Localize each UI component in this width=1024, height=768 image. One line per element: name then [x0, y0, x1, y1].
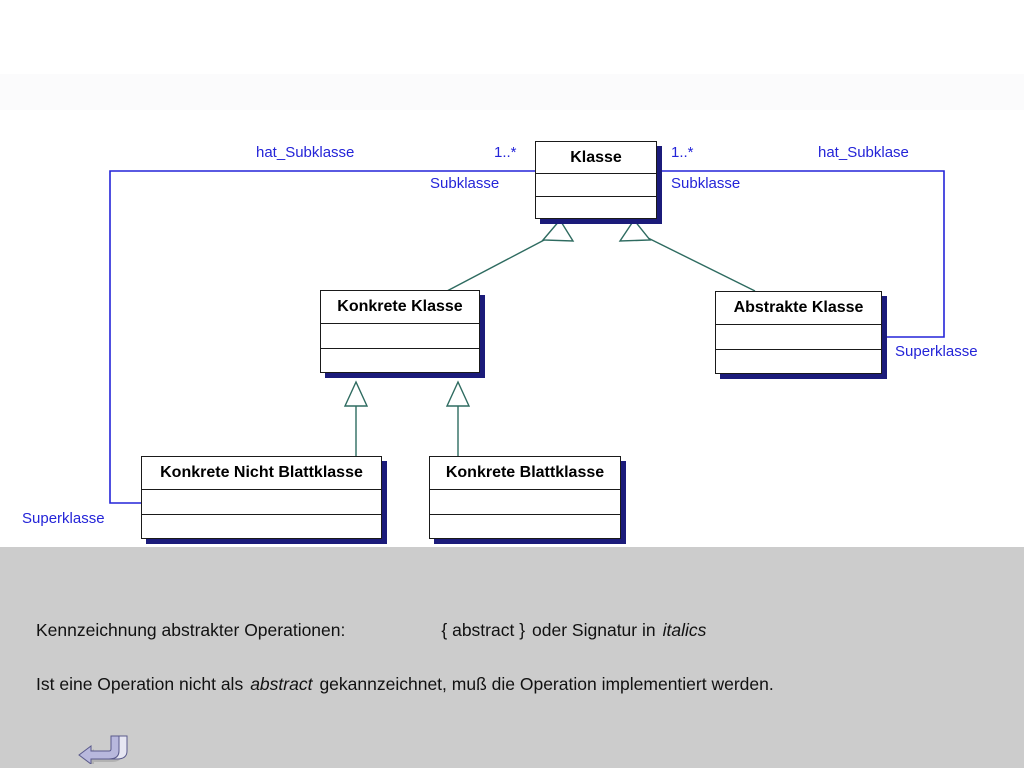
uml-class-klasse-title: Klasse: [536, 142, 656, 174]
note-line-1-part-2: { abstract }: [441, 620, 526, 640]
uml-class-konkrete-blattklasse-operations: [430, 515, 620, 538]
note-line-1-part-1: Kennzeichnung abstrakter Operationen:: [36, 620, 346, 640]
uml-class-konkrete-blattklasse-attributes: [430, 490, 620, 515]
uml-class-konkrete-nicht-blattklasse-operations: [142, 515, 381, 538]
assoc-label-left-multiplicity: 1..*: [494, 144, 517, 161]
assoc-label-right-role-subklasse: Subklasse: [671, 175, 741, 192]
assoc-label-left-role-subklasse: Subklasse: [430, 175, 500, 192]
note-line-2: Ist eine Operation nicht als abstract geka…: [36, 673, 774, 695]
uml-class-klasse[interactable]: Klasse: [535, 141, 657, 219]
note-line-2-part-1: Ist eine Operation nicht als: [36, 674, 244, 694]
uml-class-konkrete-nicht-blattklasse-title: Konkrete Nicht Blattklasse: [142, 457, 381, 490]
uml-class-konkrete-klasse-attributes: [321, 324, 479, 349]
uml-class-abstrakte-klasse[interactable]: Abstrakte Klasse: [715, 291, 882, 374]
background-band-notes: [0, 547, 1024, 768]
assoc-label-right-multiplicity: 1..*: [671, 144, 694, 161]
assoc-label-right-role-superklasse: Superklasse: [895, 343, 978, 360]
uml-class-konkrete-klasse-operations: [321, 349, 479, 372]
uml-class-abstrakte-klasse-attributes: [716, 325, 881, 350]
assoc-label-right-name: hat_Subklase: [818, 144, 909, 161]
uml-class-abstrakte-klasse-operations: [716, 350, 881, 373]
assoc-label-left-role-superklasse: Superklasse: [22, 510, 105, 527]
uml-class-konkrete-blattklasse[interactable]: Konkrete Blattklasse: [429, 456, 621, 539]
note-line-1: Kennzeichnung abstrakter Operationen: { a…: [36, 619, 706, 641]
note-line-1-italic: italics: [662, 620, 707, 640]
uml-class-konkrete-blattklasse-title: Konkrete Blattklasse: [430, 457, 620, 490]
background-band-faint: [0, 74, 1024, 110]
uml-class-konkrete-klasse-title: Konkrete Klasse: [321, 291, 479, 324]
note-line-2-part-2: gekannzeichnet, muß die Operation implem…: [319, 674, 774, 694]
uml-class-konkrete-nicht-blattklasse-attributes: [142, 490, 381, 515]
uml-class-abstrakte-klasse-title: Abstrakte Klasse: [716, 292, 881, 325]
uml-class-konkrete-klasse[interactable]: Konkrete Klasse: [320, 290, 480, 373]
return-arrow-icon[interactable]: [74, 730, 138, 764]
uml-class-konkrete-nicht-blattklasse[interactable]: Konkrete Nicht Blattklasse: [141, 456, 382, 539]
note-line-2-italic: abstract: [250, 674, 313, 694]
uml-class-klasse-operations: [536, 197, 656, 218]
background-band-top: [0, 0, 1024, 74]
note-line-1-part-3: oder Signatur in: [532, 620, 656, 640]
assoc-label-left-name: hat_Subklasse: [256, 144, 355, 161]
uml-class-klasse-attributes: [536, 174, 656, 197]
